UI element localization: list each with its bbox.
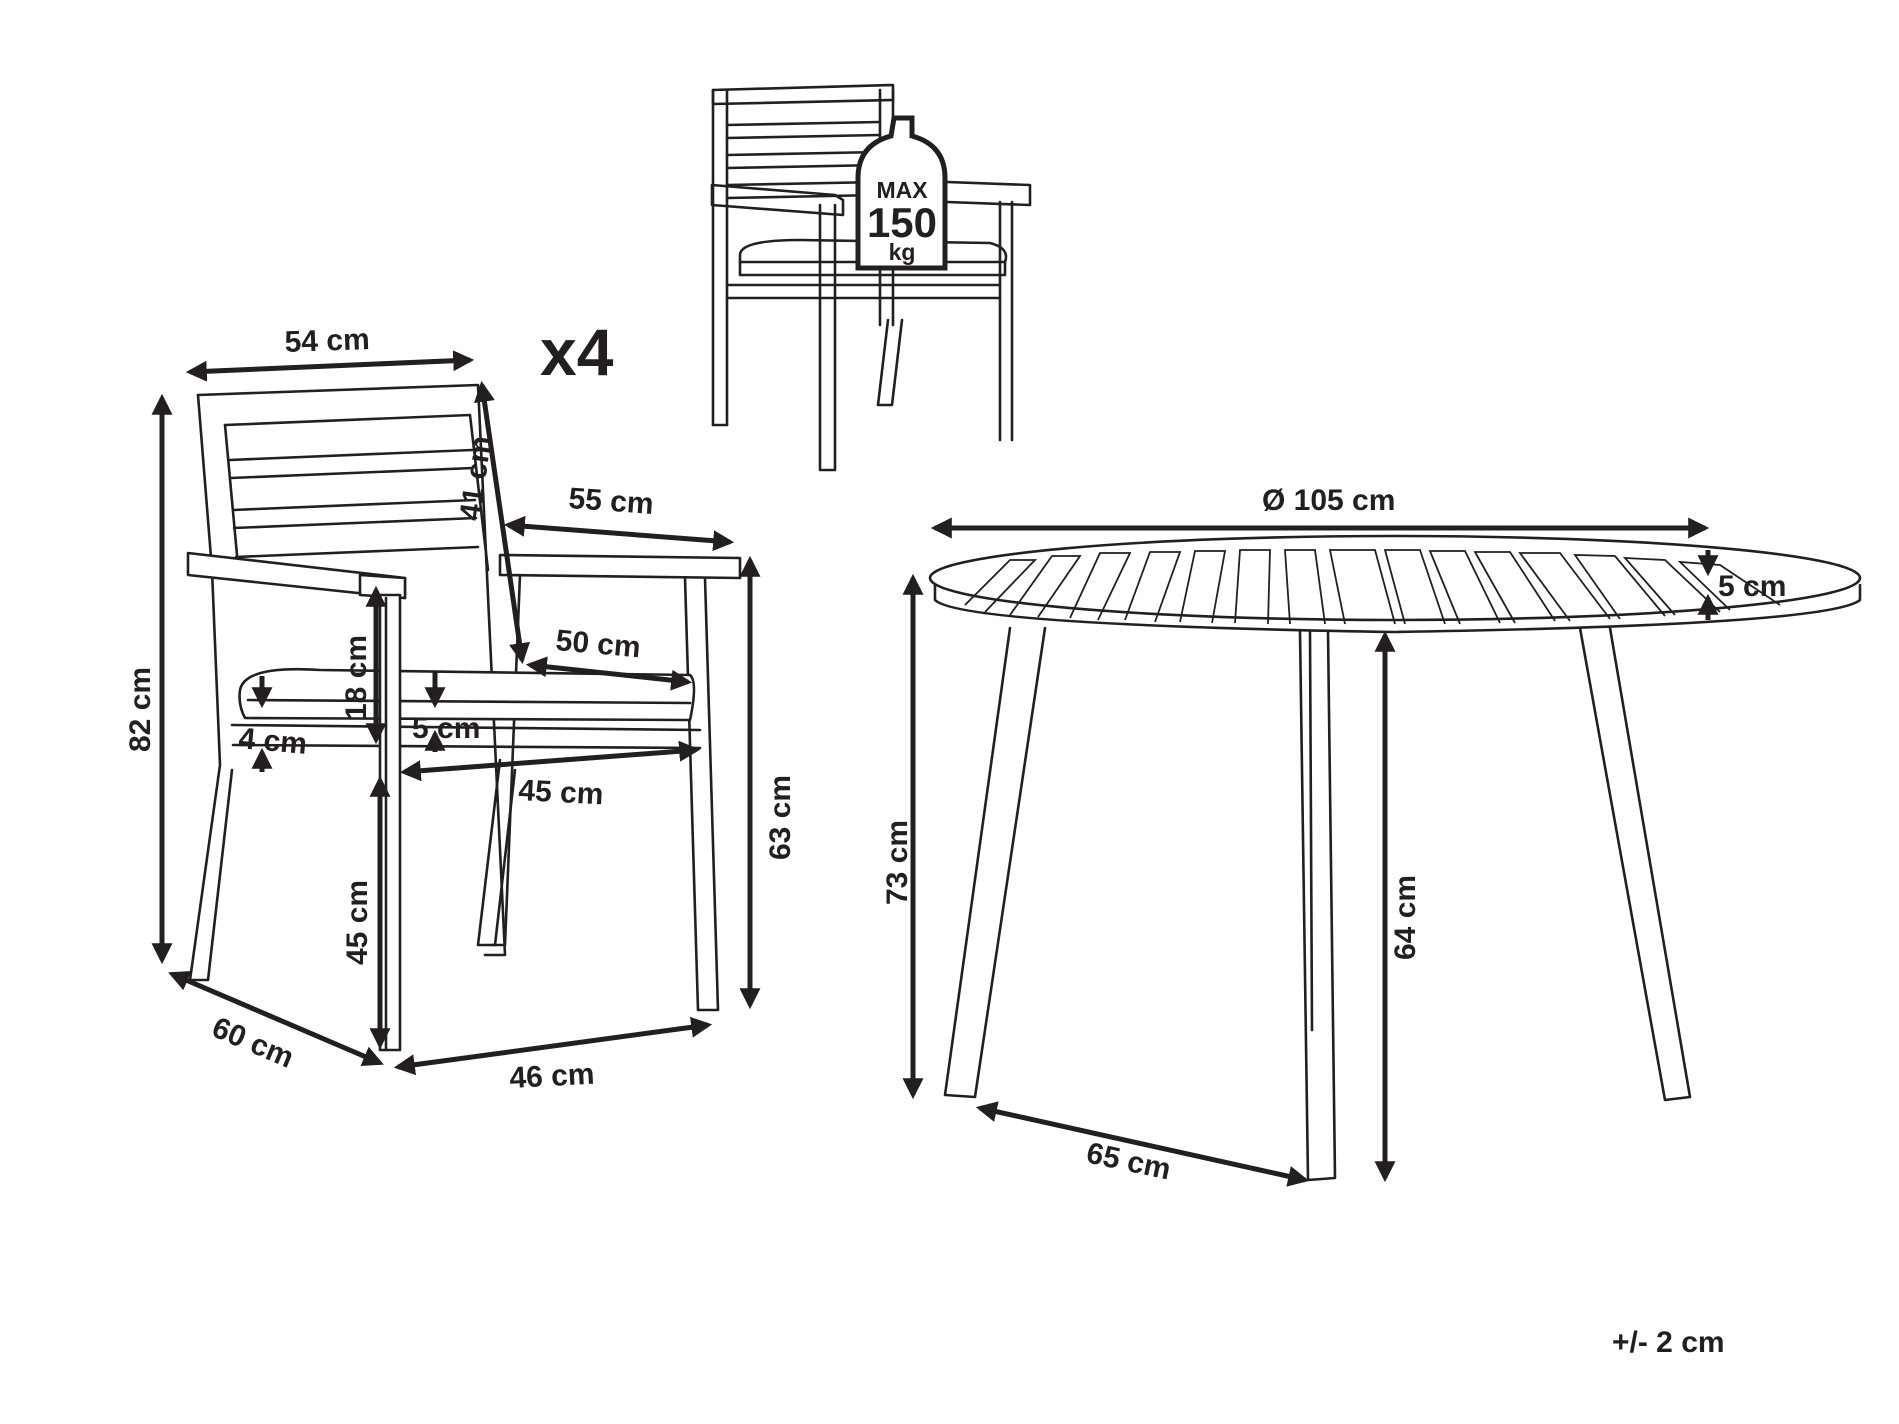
chair-armrest-above-seat-label: 18 cm — [340, 635, 373, 720]
small-chair-illustration — [710, 83, 1032, 472]
tolerance-note: +/- 2 cm — [1612, 1326, 1725, 1359]
table-dimension-arrows — [902, 517, 1719, 1187]
table-diameter-label: Ø 105 cm — [1262, 484, 1395, 517]
table-leg-clearance-label: 64 cm — [1389, 875, 1422, 960]
weight-badge-max: MAX — [876, 177, 928, 203]
weight-limit-badge: MAX 150 kg — [855, 115, 948, 271]
table-top-thickness-label: 5 cm — [1718, 570, 1786, 603]
chair-backrest-height-label: 41 cm — [454, 434, 499, 523]
chair-total-height-label: 82 cm — [124, 667, 157, 752]
table-leg-spread-label: 65 cm — [1084, 1137, 1174, 1187]
chair-cushion-thickness-label: 5 cm — [412, 712, 480, 745]
chair-cushion-gap-label: 4 cm — [237, 722, 308, 761]
chair-top-depth-label: 55 cm — [568, 482, 655, 521]
chair-seat-depth-label: 50 cm — [554, 624, 642, 664]
chair-seat-width-label: 45 cm — [518, 774, 605, 811]
weight-badge-value: 150 — [867, 199, 937, 246]
chair-dimension-arrows — [151, 350, 761, 1076]
chair-width-label: 54 cm — [284, 323, 370, 359]
chair-bottom-width-label: 46 cm — [509, 1058, 596, 1095]
weight-badge-unit: kg — [889, 239, 916, 265]
quantity-label: x4 — [540, 315, 614, 389]
table-illustration — [928, 534, 1862, 1182]
chair-armrest-height-label: 63 cm — [764, 775, 797, 860]
chair-seat-height-label: 45 cm — [341, 880, 374, 965]
table-total-height-label: 73 cm — [881, 820, 914, 905]
